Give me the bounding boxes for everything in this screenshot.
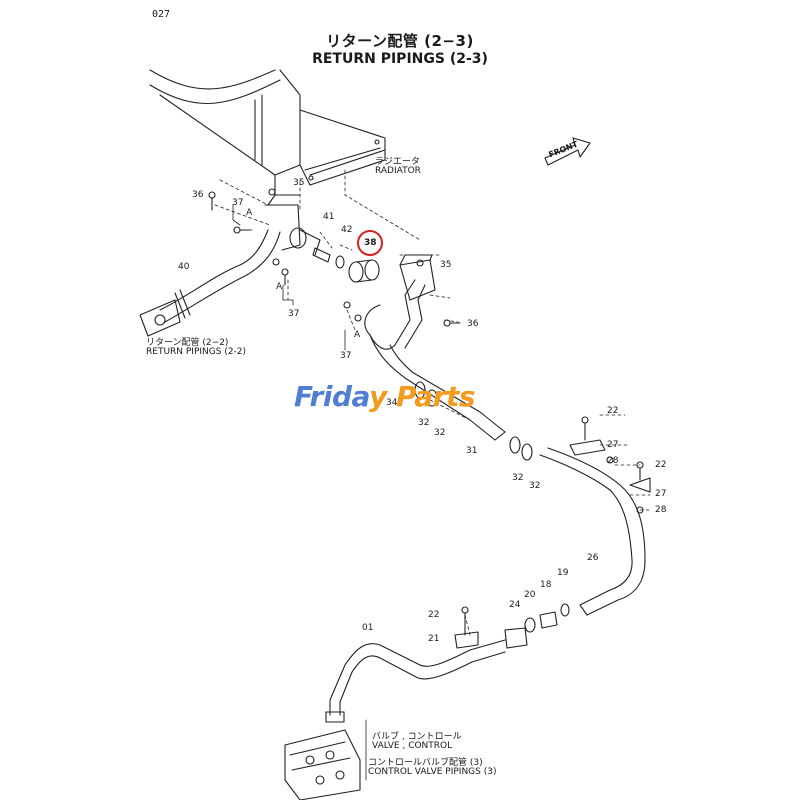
pipe-26 [539, 447, 646, 616]
part-number-label: 35 [293, 178, 305, 188]
page-number: 027 [152, 9, 171, 20]
part-number-label: 40 [178, 262, 190, 272]
return-ref-label-jp: リターン配管 (2−2) [146, 338, 229, 348]
pipe-01 [325, 639, 506, 723]
watermark-part-a: Frida [294, 380, 370, 413]
part-number-label: 01 [362, 623, 374, 633]
part-number-label: 24 [509, 600, 521, 610]
brackets-27-28 [569, 416, 651, 514]
title-japanese: リターン配管 (2−3) [326, 32, 474, 50]
label-brackets [232, 204, 367, 781]
part-number-label: 18 [540, 580, 552, 590]
valve-label-en: VALVE , CONTROL [372, 741, 453, 751]
part-number-label: 36 [467, 319, 479, 329]
part-number-label: 37 [232, 198, 244, 208]
part-number-label: 35 [440, 260, 452, 270]
part-number-label: 28 [655, 505, 667, 515]
part-number-label: 41 [323, 212, 335, 222]
part-number-label: 22 [428, 610, 440, 620]
pipe-31 [364, 254, 506, 441]
part-number-label: 36 [192, 190, 204, 200]
fittings-18-24 [454, 603, 570, 649]
part-number-label: 22 [607, 406, 619, 416]
part-number-label: 32 [418, 418, 430, 428]
part-number-label: 37 [288, 309, 300, 319]
cv-pipings-label-jp: コントロールバルブ配管 (3) [368, 758, 483, 768]
cv-pipings-label-en: CONTROL VALVE PIPINGS (3) [368, 767, 497, 777]
part-number-label: 42 [341, 225, 353, 235]
part-number-label: 27 [655, 489, 667, 499]
part-number-label: 32 [512, 473, 524, 483]
part-number-label: 31 [466, 446, 478, 456]
leader-lines [214, 169, 651, 636]
part-number-label: 27 [607, 440, 619, 450]
part-number-label: 20 [524, 590, 536, 600]
part-number-label: A [354, 330, 361, 340]
highlight-circle [357, 230, 383, 256]
return-ref-label-en: RETURN PIPINGS (2-2) [146, 347, 247, 357]
coupling-38 [348, 259, 380, 283]
part-number-label: 26 [587, 553, 599, 563]
part-number-label: A [246, 208, 253, 218]
control-valve-drawing [284, 729, 361, 800]
part-number-label: 22 [655, 460, 667, 470]
bolts [208, 188, 461, 327]
radiator-label-en: RADIATOR [375, 166, 421, 176]
clamps-32 [414, 381, 533, 461]
front-arrow-icon [544, 137, 591, 166]
part-number-label: 19 [557, 568, 569, 578]
valve-label-jp: バルブ , コントロール [372, 732, 462, 742]
part-number-label: 21 [428, 634, 440, 644]
title-english: RETURN PIPINGS (2-3) [312, 51, 488, 67]
part-number-label: 32 [529, 481, 541, 491]
watermark: Friday Parts [294, 380, 476, 413]
watermark-part-b: y Parts [369, 380, 476, 413]
hose-40 [139, 194, 321, 337]
part-number-label: 32 [434, 428, 446, 438]
part-number-label: 34 [386, 398, 398, 408]
part-number-label: 28 [607, 456, 619, 466]
radiator-drawing [149, 69, 386, 196]
part-number-label: 38 [364, 238, 377, 248]
clamp-41-42 [312, 247, 345, 269]
part-number-label: 37 [340, 351, 352, 361]
part-number-label: A [276, 282, 283, 292]
radiator-label-jp: ラジエータ [375, 157, 420, 167]
